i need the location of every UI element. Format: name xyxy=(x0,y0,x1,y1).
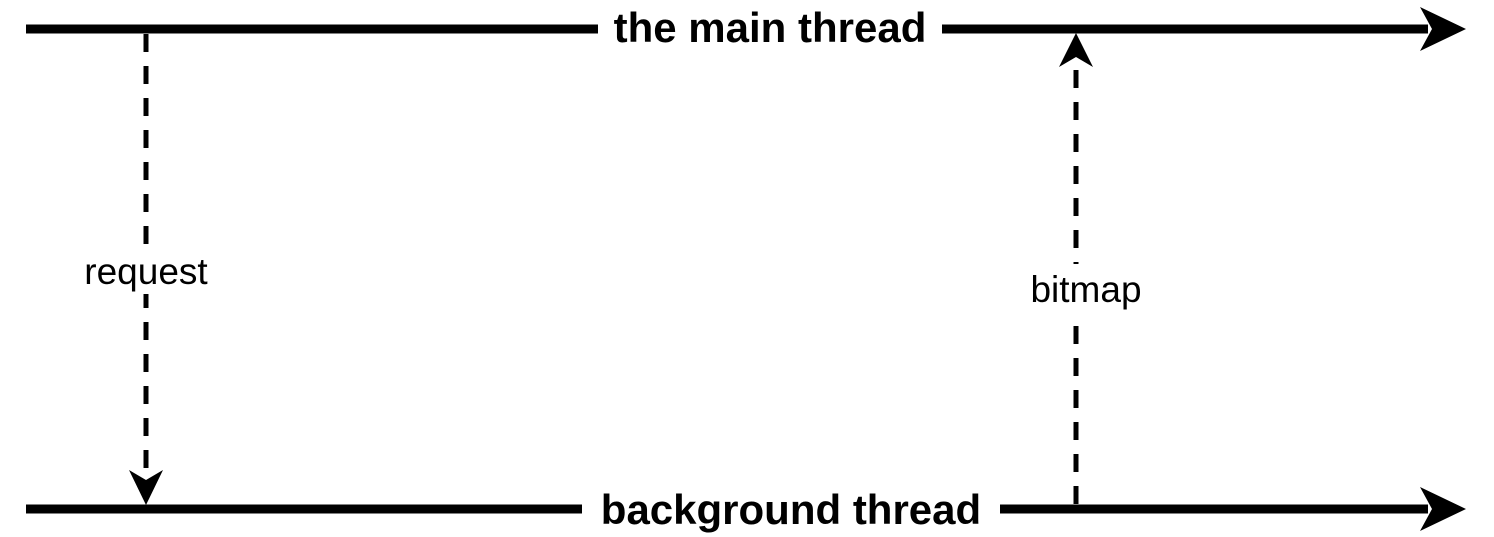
main-thread-arrowhead xyxy=(1420,7,1466,51)
background-thread-label: background thread xyxy=(601,486,981,533)
background-thread-label-bg xyxy=(582,485,1000,533)
bitmap-message: bitmap xyxy=(1018,33,1142,504)
request-message: request xyxy=(72,34,220,505)
request-label: request xyxy=(84,251,208,292)
request-arrowhead xyxy=(129,470,163,505)
bitmap-label: bitmap xyxy=(1030,269,1141,310)
main-thread-label: the main thread xyxy=(614,4,927,51)
background-thread: background thread xyxy=(26,485,1466,533)
bitmap-arrowhead xyxy=(1059,33,1093,67)
background-thread-arrowhead xyxy=(1420,487,1466,531)
main-thread-label-bg xyxy=(598,4,942,52)
main-thread: the main thread xyxy=(26,4,1466,52)
request-label-bg xyxy=(72,246,220,294)
bitmap-label-bg xyxy=(1018,264,1136,312)
